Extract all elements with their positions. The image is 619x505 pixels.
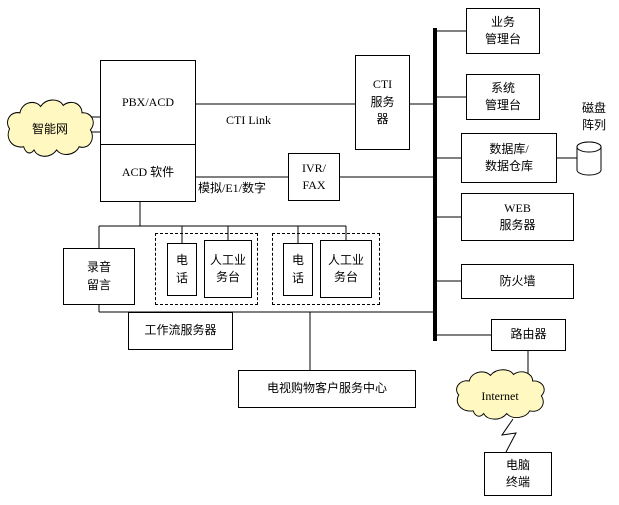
node-cti-server: CTI 服务 器: [355, 55, 410, 150]
node-web-server: WEB 服务器: [461, 193, 574, 241]
node-web-server-label: WEB 服务器: [499, 200, 536, 232]
node-ivr-fax: IVR/ FAX: [288, 153, 340, 201]
node-business-console: 业务 管理台: [466, 8, 540, 54]
node-pc-terminal-label: 电脑 终端: [505, 457, 530, 489]
node-recording: 录音 留言: [63, 248, 135, 305]
node-firewall: 防火墙: [461, 264, 574, 299]
node-agent-2: 人工业 务台: [320, 240, 372, 298]
cloud-path: [456, 369, 545, 420]
node-service-center: 电视购物客户服务中心: [238, 370, 416, 408]
node-recording-label: 录音 留言: [86, 260, 111, 292]
node-agent-1-label: 人工业 务台: [209, 252, 246, 284]
agent-group-2: [272, 233, 380, 305]
node-workflow-server: 工作流服务器: [128, 312, 233, 350]
node-pc-terminal: 电脑 终端: [484, 452, 552, 496]
node-database: 数据库/ 数据仓库: [461, 133, 557, 183]
node-agent-1: 人工业 务台: [204, 240, 252, 298]
zigzag-internet-terminal: [500, 418, 517, 453]
agent-group-1: [155, 233, 258, 305]
node-pbx-acd: PBX/ACD: [100, 60, 196, 145]
node-system-console-label: 系统 管理台: [484, 80, 521, 112]
node-firewall-label: 防火墙: [499, 273, 536, 288]
node-router-label: 路由器: [510, 327, 547, 342]
node-acd-software-label: ACD 软件: [121, 165, 175, 180]
internet-label: Internet: [481, 389, 519, 403]
node-service-center-label: 电视购物客户服务中心: [266, 381, 387, 396]
internet-cloud-shape: [456, 369, 545, 420]
node-workflow-server-label: 工作流服务器: [144, 323, 217, 338]
node-phone-2-label: 电 话: [291, 253, 304, 285]
disk-array-label: 磁盘 阵列: [581, 101, 606, 132]
intelligent-network-label: 智能网: [31, 122, 68, 136]
node-ivr-fax-label: IVR/ FAX: [302, 160, 326, 192]
node-phone-1: 电 话: [167, 243, 197, 296]
cloud-path: [7, 99, 94, 157]
node-router: 路由器: [491, 319, 566, 351]
node-phone-2: 电 话: [283, 243, 313, 296]
node-phone-1-label: 电 话: [175, 253, 188, 285]
node-cti-server-label: CTI 服务 器: [370, 77, 395, 127]
node-business-console-label: 业务 管理台: [484, 14, 521, 46]
node-pbx-acd-label: PBX/ACD: [121, 94, 174, 109]
node-agent-2-label: 人工业 务台: [327, 252, 364, 284]
disk-array-cylinder: [576, 141, 602, 176]
cylinder-top: [576, 141, 602, 153]
cti-link-label: CTI Link: [226, 113, 271, 127]
trunk-label: 模拟/E1/数字: [198, 181, 266, 195]
intelligent-network-cloud-shape: [7, 99, 94, 157]
node-acd-software: ACD 软件: [100, 144, 196, 202]
node-system-console: 系统 管理台: [466, 74, 540, 120]
node-database-label: 数据库/ 数据仓库: [484, 141, 533, 173]
